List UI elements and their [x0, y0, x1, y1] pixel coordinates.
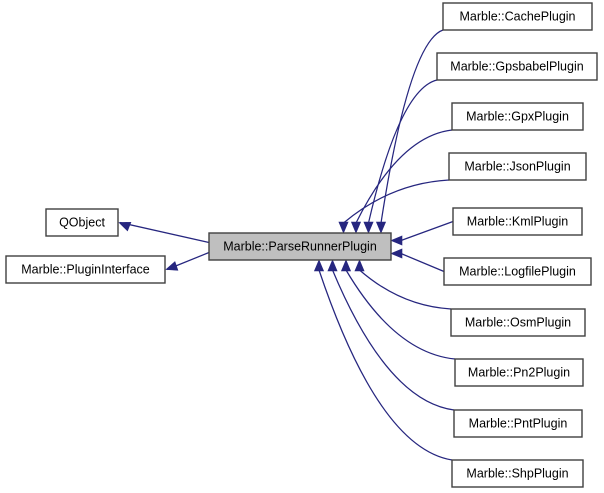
node-osm-plugin[interactable]: Marble::OsmPlugin: [450, 308, 586, 337]
node-box-plugin-interface[interactable]: [5, 255, 166, 284]
node-box-kml-plugin[interactable]: [452, 207, 583, 236]
node-box-json-plugin[interactable]: [448, 152, 587, 181]
node-gpx-plugin[interactable]: Marble::GpxPlugin: [451, 102, 584, 131]
arrowhead-gpsbabel-plugin: [363, 221, 374, 234]
node-label-pnt-plugin: Marble::PntPlugin: [469, 416, 568, 430]
node-box-gpx-plugin[interactable]: [451, 102, 584, 131]
node-label-qobject: QObject: [59, 215, 105, 229]
arrowhead-cache-plugin: [375, 221, 387, 234]
edge-plugin-interface: [165, 251, 210, 271]
node-label-gpsbabel-plugin: Marble::GpsbabelPlugin: [450, 59, 583, 73]
edge-gpx-plugin: [350, 129, 453, 234]
node-box-shp-plugin[interactable]: [451, 459, 584, 488]
node-box-qobject[interactable]: [45, 208, 119, 237]
node-label-osm-plugin: Marble::OsmPlugin: [465, 315, 571, 329]
node-parse-runner-plugin[interactable]: Marble::ParseRunnerPlugin: [208, 232, 392, 261]
node-logfile-plugin[interactable]: Marble::LogfilePlugin: [443, 257, 592, 286]
node-label-plugin-interface: Marble::PluginInterface: [21, 262, 150, 276]
arrowhead-shp-plugin: [313, 259, 325, 272]
arrowhead-pn2-plugin: [340, 259, 352, 272]
node-label-cache-plugin: Marble::CachePlugin: [459, 9, 575, 23]
node-label-kml-plugin: Marble::KmlPlugin: [467, 214, 568, 228]
node-label-logfile-plugin: Marble::LogfilePlugin: [459, 264, 576, 278]
edge-logfile-plugin: [390, 248, 445, 273]
arrowhead-logfile-plugin: [390, 248, 403, 259]
edge-qobject: [118, 221, 210, 244]
edge-osm-plugin: [354, 259, 452, 310]
edge-json-plugin: [338, 179, 450, 234]
arrowhead-json-plugin: [338, 221, 349, 234]
node-label-gpx-plugin: Marble::GpxPlugin: [466, 109, 569, 123]
arrowhead-kml-plugin: [390, 235, 403, 246]
edge-shp-plugin: [313, 259, 453, 461]
node-cache-plugin[interactable]: Marble::CachePlugin: [442, 2, 593, 31]
node-label-pn2-plugin: Marble::Pn2Plugin: [468, 365, 570, 379]
edge-cache-plugin: [375, 29, 444, 234]
arrowhead-qobject: [118, 222, 132, 232]
edge-layer: [118, 29, 456, 461]
node-pnt-plugin[interactable]: Marble::PntPlugin: [453, 409, 583, 438]
node-qobject[interactable]: QObject: [45, 208, 119, 237]
node-box-cache-plugin[interactable]: [442, 2, 593, 31]
node-json-plugin[interactable]: Marble::JsonPlugin: [448, 152, 587, 181]
node-label-parse-runner-plugin: Marble::ParseRunnerPlugin: [223, 239, 377, 253]
node-shp-plugin[interactable]: Marble::ShpPlugin: [451, 459, 584, 488]
node-box-parse-runner-plugin[interactable]: [208, 232, 392, 261]
node-box-pn2-plugin[interactable]: [454, 358, 584, 387]
edge-pnt-plugin: [327, 259, 455, 411]
node-pn2-plugin[interactable]: Marble::Pn2Plugin: [454, 358, 584, 387]
node-box-logfile-plugin[interactable]: [443, 257, 592, 286]
node-box-osm-plugin[interactable]: [450, 308, 586, 337]
arrowhead-osm-plugin: [354, 259, 365, 272]
node-box-gpsbabel-plugin[interactable]: [436, 52, 598, 81]
node-box-pnt-plugin[interactable]: [453, 409, 583, 438]
arrowhead-gpx-plugin: [350, 221, 362, 234]
node-plugin-interface[interactable]: Marble::PluginInterface: [5, 255, 166, 284]
node-gpsbabel-plugin[interactable]: Marble::GpsbabelPlugin: [436, 52, 598, 81]
node-label-shp-plugin: Marble::ShpPlugin: [466, 466, 568, 480]
arrowhead-pnt-plugin: [327, 259, 338, 272]
edge-pn2-plugin: [340, 259, 456, 360]
edge-kml-plugin: [390, 220, 454, 246]
edge-gpsbabel-plugin: [363, 79, 438, 234]
node-label-json-plugin: Marble::JsonPlugin: [464, 159, 570, 173]
node-kml-plugin[interactable]: Marble::KmlPlugin: [452, 207, 583, 236]
arrowhead-plugin-interface: [165, 261, 179, 271]
